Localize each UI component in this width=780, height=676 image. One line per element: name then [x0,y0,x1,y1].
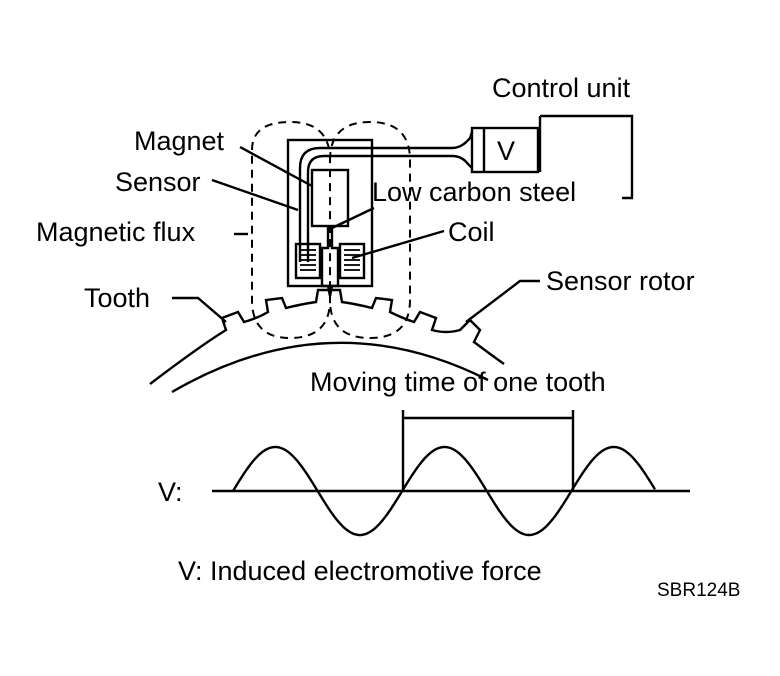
rotor-teeth-outline [149,288,505,385]
voltmeter-box [470,126,540,174]
coil-left [294,242,322,280]
sensor-rotor-label: Sensor rotor [546,266,695,296]
cable-inner [306,154,473,262]
tooth-leader [172,296,227,323]
v-axis-label: V: [158,477,183,507]
steel-leader [331,206,375,230]
sensor-rotor-leader [465,279,540,323]
control-unit-box [540,114,634,200]
magnetic-flux-loops [251,120,411,340]
figure-code: SBR124B [657,580,740,601]
waveform-plot: V: [158,445,690,537]
induced-voltage-waveform [231,445,657,537]
coil-right [338,242,366,280]
moving-time-label: Moving time of one tooth [310,367,606,397]
tooth-label: Tooth [84,283,150,313]
coil-right-frame [338,242,366,280]
component-labels: Magnet Sensor Low carbon steel Magnetic … [36,126,695,313]
low-carbon-steel-label: Low carbon steel [372,177,576,207]
sensor-cable [298,131,474,262]
voltmeter-label: V [497,136,515,166]
leader-lines [172,145,540,323]
coil-left-frame [294,242,322,280]
coil-leader [351,229,445,260]
sensor-leader [211,178,299,212]
magnetic-flux-label: Magnetic flux [36,217,196,247]
control-unit: V Control unit [470,73,634,200]
rotor-inner-arc [171,341,489,394]
magnet-label: Magnet [134,126,225,156]
coil-label: Coil [448,217,495,247]
magnet-leader [239,145,313,188]
cable-outer [298,131,474,262]
control-unit-label: Control unit [492,73,631,103]
sensor-rotor [149,288,505,394]
flux-loop-right [329,120,411,340]
sensor-label: Sensor [115,167,201,197]
caption: V: Induced electromotive force [178,556,542,586]
moving-time-dimension: Moving time of one tooth [310,367,606,492]
